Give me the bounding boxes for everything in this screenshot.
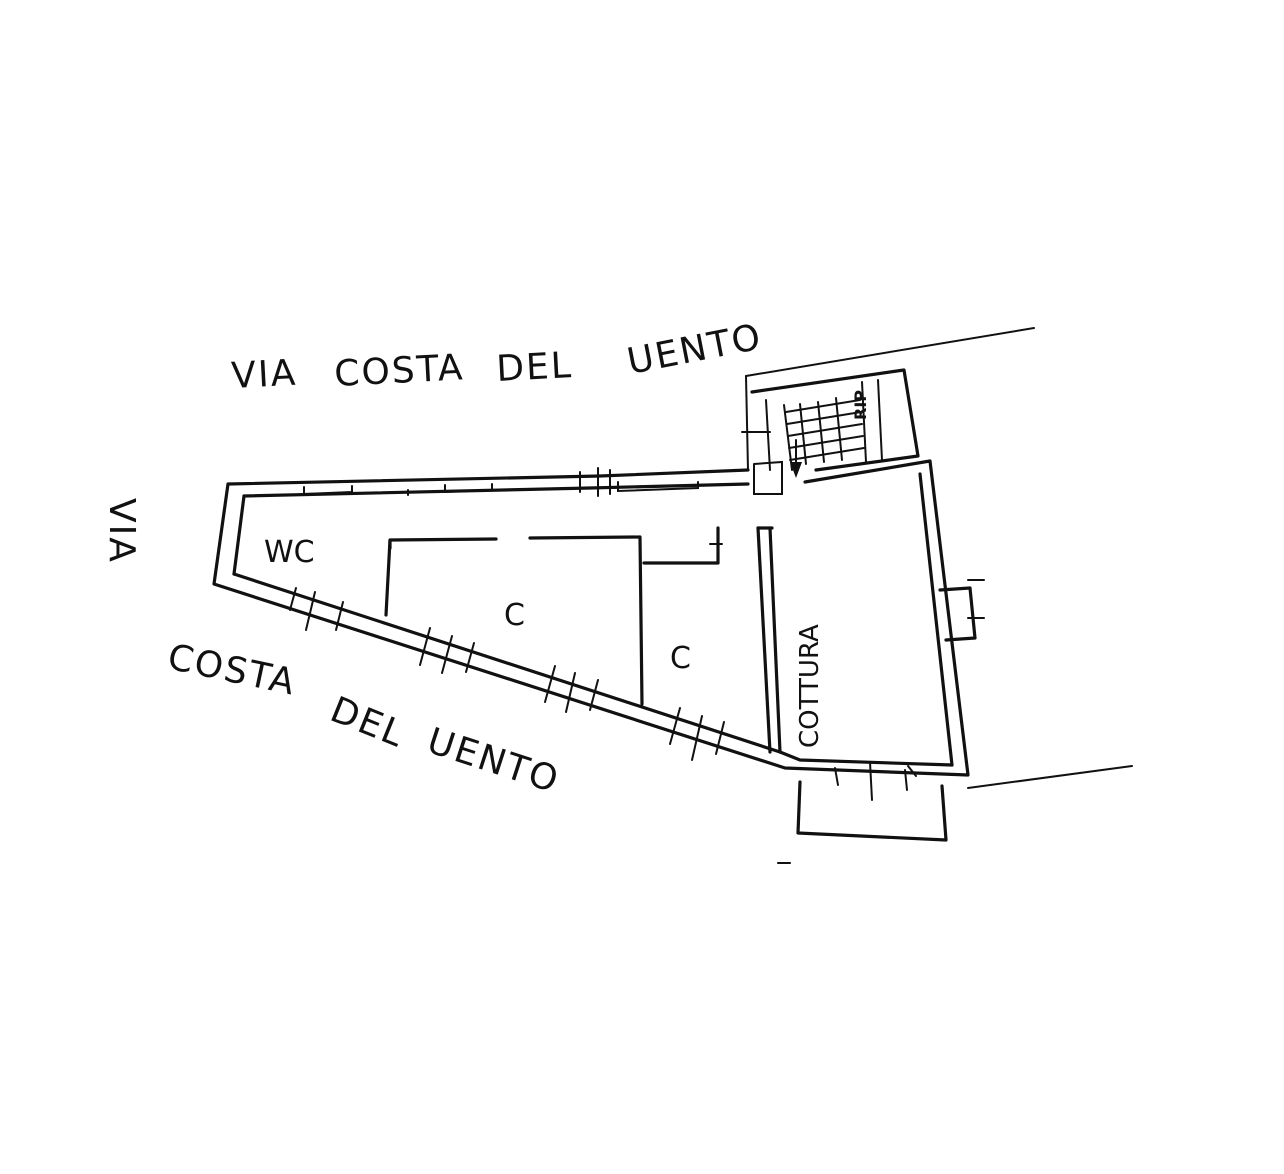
balcony xyxy=(777,761,948,864)
stair-block: RIP xyxy=(741,368,920,495)
room-labels: WC C C COTTURA xyxy=(264,535,825,748)
street-bottom-word-uento: UENTO xyxy=(422,721,564,802)
stair-label: RIP xyxy=(851,390,870,420)
street-bottom-word-del: DEL xyxy=(325,689,411,756)
room-label-wc: WC xyxy=(264,535,315,570)
arrow-down-icon xyxy=(790,462,802,478)
street-top-word-via: VIA xyxy=(230,353,298,397)
outer-walls xyxy=(212,459,970,777)
room-label-c2: C xyxy=(670,641,691,676)
street-top-word-del: DEL xyxy=(495,345,574,390)
right-bay xyxy=(938,579,985,642)
bottom-wall-windows xyxy=(289,587,725,761)
street-top-word-uento: UENTO xyxy=(624,317,766,383)
property-lines xyxy=(745,327,1133,789)
interior-walls xyxy=(384,526,782,754)
top-wall-windows xyxy=(303,467,699,497)
room-label-cottura: COTTURA xyxy=(795,624,825,748)
street-bottom-word-costa: COSTA xyxy=(164,637,300,704)
room-label-c1: C xyxy=(504,598,525,633)
street-top-word-costa: COSTA xyxy=(333,347,465,395)
stair-treads xyxy=(785,397,865,465)
street-left-word-via: VIA xyxy=(101,498,142,564)
